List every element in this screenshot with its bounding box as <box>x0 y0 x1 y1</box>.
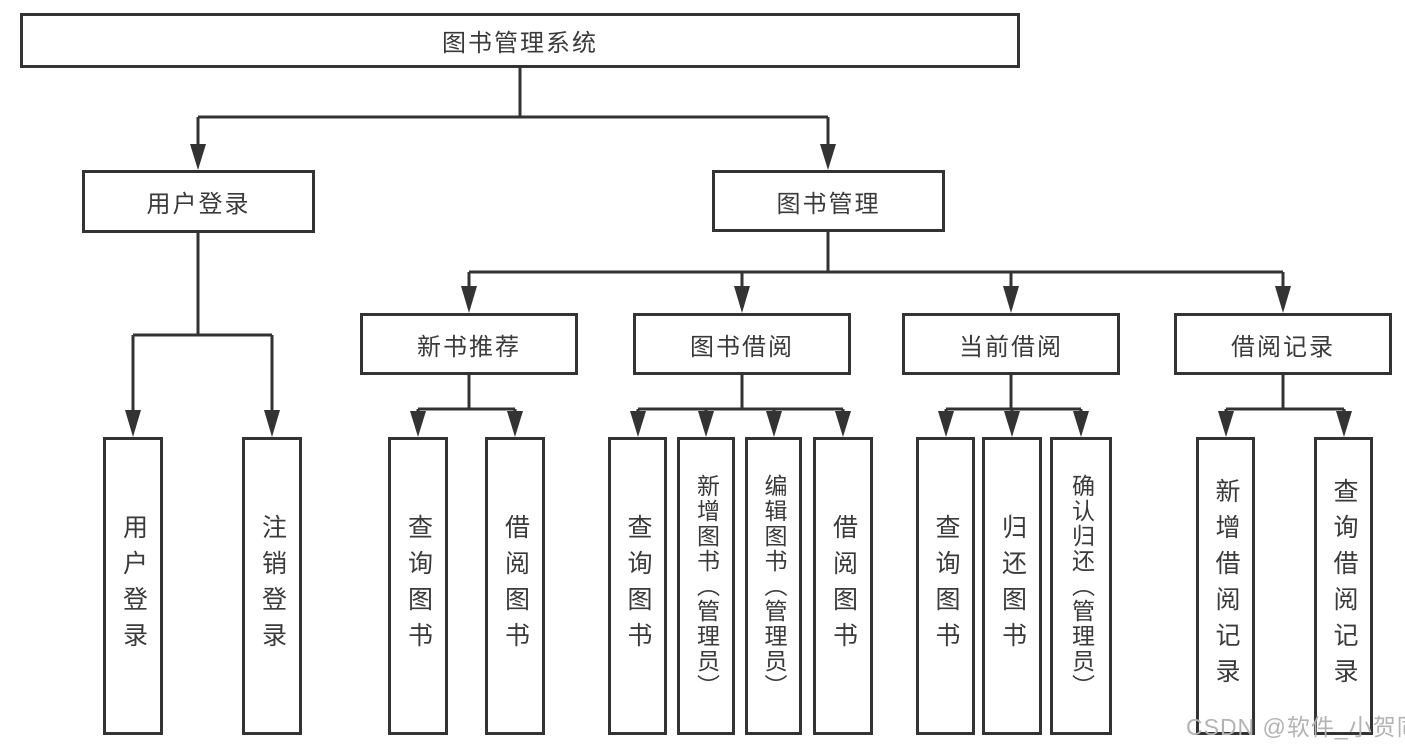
leaf-query-books-current-label: 查询图书 <box>932 514 960 658</box>
leaf-add-borrow-record-label: 新增借阅记录 <box>1212 478 1240 694</box>
leaf-add-borrow-record: 新增借阅记录 <box>1196 437 1255 735</box>
leaf-query-books-borrowing-label: 查询图书 <box>624 514 652 658</box>
leaf-query-books-recommend: 查询图书 <box>388 437 448 735</box>
connector-user-login-to-leaves <box>125 233 280 437</box>
leaf-add-book-admin: 新增图书（管理员） <box>677 437 735 735</box>
leaf-query-books-borrowing: 查询图书 <box>608 437 667 735</box>
leaf-query-borrow-record: 查询借阅记录 <box>1314 437 1373 735</box>
leaf-query-borrow-record-label: 查询借阅记录 <box>1330 478 1358 694</box>
connector-book-management-to-level3 <box>461 232 1291 313</box>
leaf-user-login: 用户登录 <box>103 437 163 735</box>
node-book-management: 图书管理 <box>712 170 945 232</box>
leaf-logout: 注销登录 <box>242 437 302 735</box>
node-user-login: 用户登录 <box>82 170 315 233</box>
leaf-return-books-label: 归还图书 <box>998 514 1027 658</box>
leaf-confirm-return-admin-label: 确认归还（管理员） <box>1068 473 1095 699</box>
leaf-query-books-recommend-label: 查询图书 <box>404 514 433 658</box>
leaf-logout-label: 注销登录 <box>258 514 287 658</box>
node-new-book-recommendation: 新书推荐 <box>360 313 578 375</box>
leaf-add-book-admin-label: 新增图书（管理员） <box>693 473 720 699</box>
connector-book-borrowing-to-leaves <box>630 375 851 437</box>
node-current-borrowing: 当前借阅 <box>902 313 1120 375</box>
connector-new-book-to-leaves <box>410 375 523 437</box>
leaf-borrow-books-borrowing: 借阅图书 <box>813 437 873 735</box>
leaf-borrow-books-recommend: 借阅图书 <box>485 437 545 735</box>
node-library-management-system: 图书管理系统 <box>20 13 1020 68</box>
connector-current-borrowing-to-leaves <box>938 375 1089 437</box>
leaf-borrow-books-borrowing-label: 借阅图书 <box>829 514 858 658</box>
leaf-confirm-return-admin: 确认归还（管理员） <box>1050 437 1112 735</box>
leaf-query-books-current: 查询图书 <box>916 437 975 735</box>
node-borrowing-records: 借阅记录 <box>1174 313 1392 375</box>
leaf-edit-book-admin: 编辑图书（管理员） <box>745 437 802 735</box>
csdn-watermark: CSDN @软件_小贺同学 <box>1186 714 1405 740</box>
leaf-edit-book-admin-label: 编辑图书（管理员） <box>761 473 787 699</box>
leaf-return-books: 归还图书 <box>982 437 1042 735</box>
connector-root-to-level2 <box>190 68 836 170</box>
leaf-borrow-books-recommend-label: 借阅图书 <box>501 514 530 658</box>
leaf-user-login-label: 用户登录 <box>119 514 148 658</box>
connector-borrowing-records-to-leaves <box>1218 375 1352 437</box>
node-book-borrowing: 图书借阅 <box>633 313 851 375</box>
